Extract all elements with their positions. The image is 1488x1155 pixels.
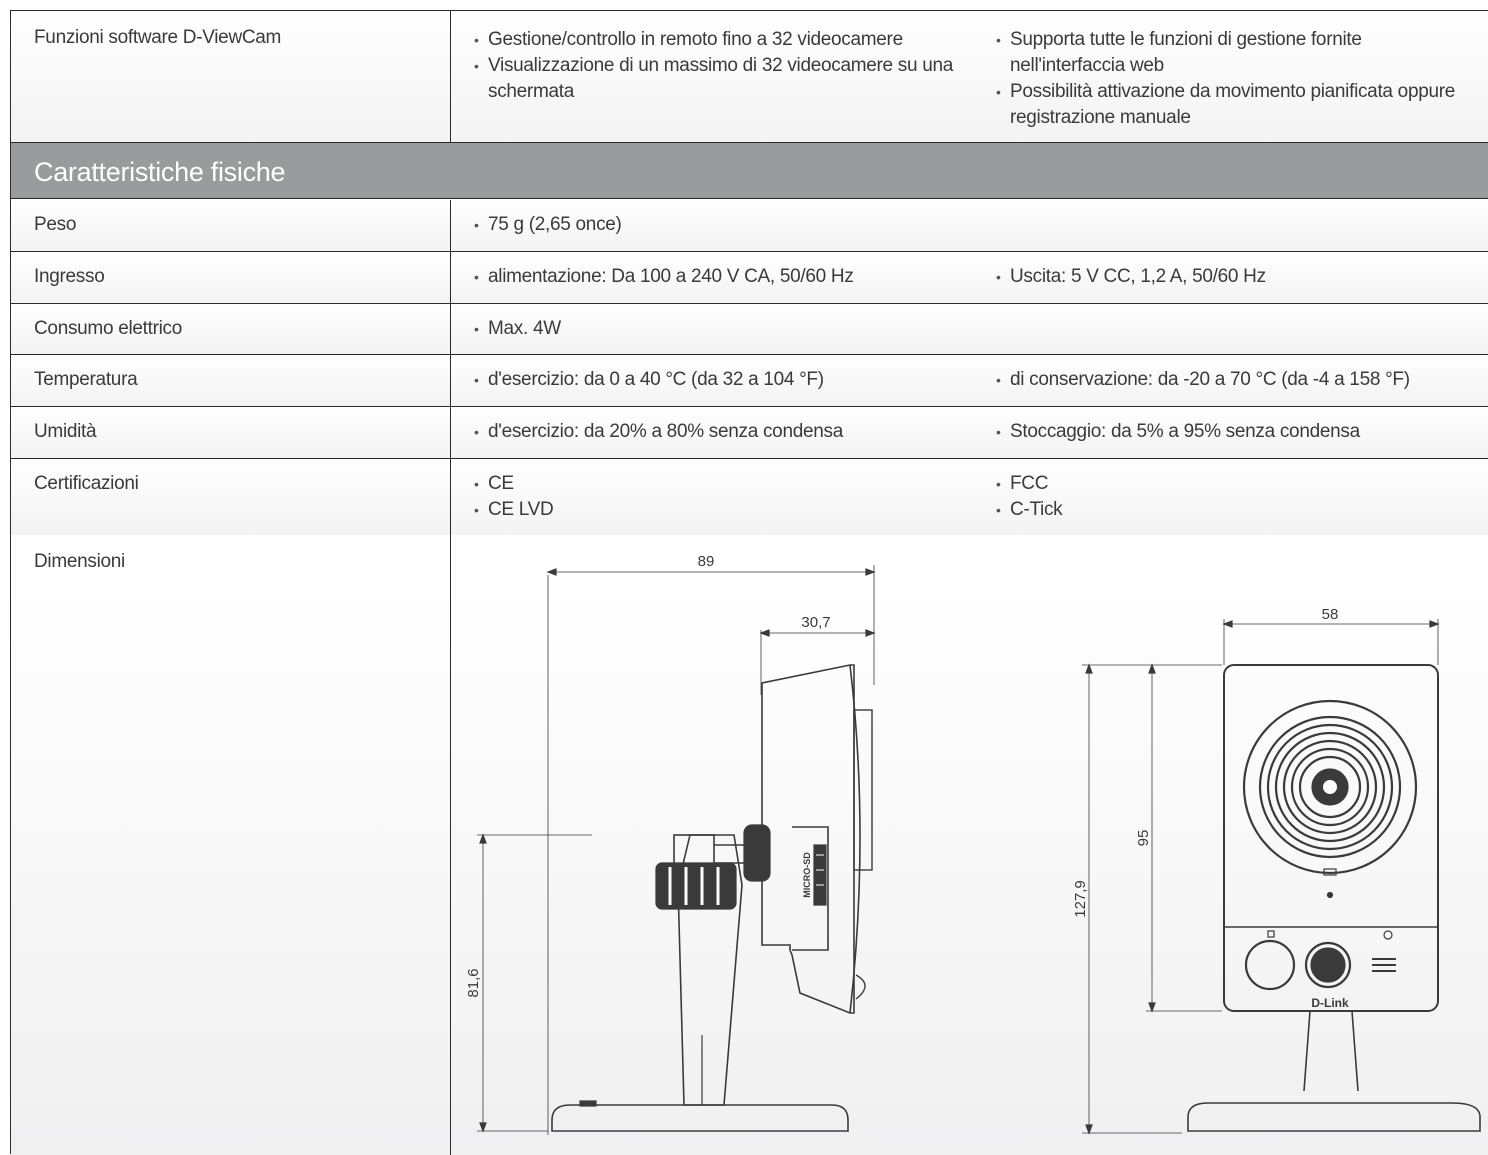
slot-label: MICRO-SD (802, 852, 812, 898)
dimension-label: 127,9 (1072, 880, 1089, 918)
list-item: d'esercizio: da 20% a 80% senza condensa (474, 419, 964, 445)
spec-row-temperatura: Temperatura d'esercizio: da 0 a 40 °C (d… (11, 355, 1488, 407)
list-item: CE LVD (474, 497, 964, 523)
list-item: alimentazione: Da 100 a 240 V CA, 50/60 … (474, 264, 964, 290)
spec-row-umidita: Umidità d'esercizio: da 20% a 80% senza … (11, 407, 1488, 459)
list-item: Supporta tutte le funzioni di gestione f… (996, 27, 1479, 79)
list-item: 75 g (2,65 once) (474, 212, 964, 238)
list-item: FCC (996, 471, 1479, 497)
spec-value-col-a: d'esercizio: da 0 a 40 °C (da 32 a 104 °… (452, 355, 974, 406)
spec-label: Funzioni software D-ViewCam (11, 11, 451, 142)
list-item: d'esercizio: da 0 a 40 °C (da 32 a 104 °… (474, 367, 964, 393)
section-title: Caratteristiche fisiche (11, 143, 1488, 199)
spec-label: Certificazioni (11, 459, 451, 535)
list-item: Uscita: 5 V CC, 1,2 A, 50/60 Hz (996, 264, 1479, 290)
spec-value-col-a: CE CE LVD (452, 459, 974, 535)
spec-value-col-a: Max. 4W (452, 304, 974, 354)
spec-sheet: Funzioni software D-ViewCam Gestione/con… (10, 10, 1488, 1155)
spec-value-col-a: alimentazione: Da 100 a 240 V CA, 50/60 … (452, 252, 974, 303)
spec-value-col-b: Uscita: 5 V CC, 1,2 A, 50/60 Hz (974, 252, 1488, 303)
spec-row-dimensioni: Dimensioni (11, 535, 1488, 1155)
dimension-label: 30,7 (801, 614, 830, 631)
spec-row-certificazioni: Certificazioni CE CE LVD FCC C-Tick (11, 459, 1488, 536)
dimension-label: 89 (698, 553, 715, 570)
dimension-label: 81,6 (465, 968, 482, 997)
list-item: di conservazione: da -20 a 70 °C (da -4 … (996, 367, 1479, 393)
spec-label: Ingresso (11, 252, 451, 303)
spec-value-col-a: Gestione/controllo in remoto fino a 32 v… (452, 11, 974, 142)
spec-value-col-b: FCC C-Tick (974, 459, 1488, 535)
spec-row-consumo: Consumo elettrico Max. 4W (11, 304, 1488, 355)
spec-row-peso: Peso 75 g (2,65 once) (11, 200, 1488, 252)
dimension-label: 95 (1135, 830, 1152, 847)
spec-row-software: Funzioni software D-ViewCam Gestione/con… (11, 11, 1488, 143)
spec-row-ingresso: Ingresso alimentazione: Da 100 a 240 V C… (11, 252, 1488, 304)
spec-value-col-b: di conservazione: da -20 a 70 °C (da -4 … (974, 355, 1488, 406)
spec-label: Dimensioni (11, 535, 451, 1155)
dimension-label: 58 (1322, 606, 1339, 623)
list-item: Gestione/controllo in remoto fino a 32 v… (474, 27, 964, 53)
spec-label: Consumo elettrico (11, 304, 451, 354)
spec-label: Peso (11, 200, 451, 251)
spec-label: Umidità (11, 407, 451, 458)
list-item: Max. 4W (474, 316, 964, 342)
list-item: Stoccaggio: da 5% a 95% senza condensa (996, 419, 1479, 445)
list-item: C-Tick (996, 497, 1479, 523)
list-item: Visualizzazione di un massimo di 32 vide… (474, 53, 964, 105)
spec-value-col-b: Stoccaggio: da 5% a 95% senza condensa (974, 407, 1488, 458)
dimension-drawing: 89 30,7 81,6 58 95 127,9 MICRO-SD D-Link (465, 553, 1481, 1135)
spec-value-col-a: 75 g (2,65 once) (452, 200, 974, 251)
list-item: Possibilità attivazione da movimento pia… (996, 79, 1479, 131)
list-item: CE (474, 471, 964, 497)
spec-value-col-b: Supporta tutte le funzioni di gestione f… (974, 11, 1488, 142)
spec-value-col-a: d'esercizio: da 20% a 80% senza condensa (452, 407, 974, 458)
spec-label: Temperatura (11, 355, 451, 406)
brand-logo: D-Link (1311, 996, 1349, 1010)
